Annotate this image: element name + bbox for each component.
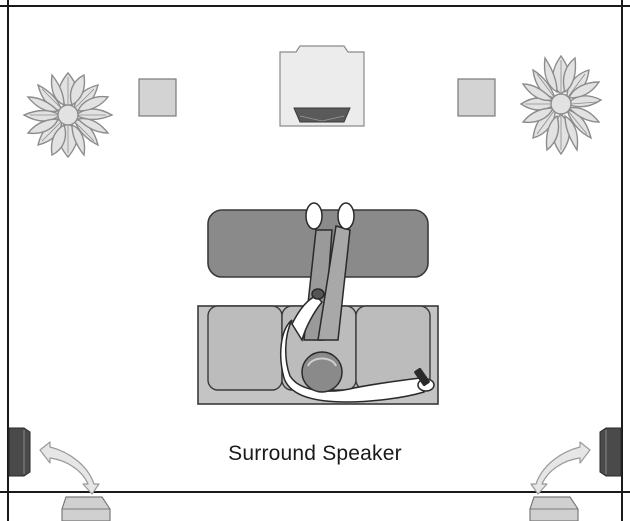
surround-speaker-right-icon: [599, 427, 622, 477]
center-speaker-icon: [293, 107, 351, 123]
remote-icon: [414, 367, 430, 387]
front-left-speaker-icon: [138, 78, 177, 117]
surround-speaker-left-icon: [8, 427, 31, 477]
person-icon: [279, 202, 435, 403]
front-right-speaker-icon: [457, 78, 496, 117]
surround-speaker-label: Surround Speaker: [228, 442, 402, 465]
floor-speaker-left-icon: [61, 496, 111, 521]
rotate-arrow-left-icon: [39, 441, 100, 495]
tv-stand-icon: [279, 45, 365, 127]
plant-left-icon: [22, 71, 114, 159]
rotate-arrow-right-icon: [530, 441, 591, 495]
floor-speaker-right-icon: [529, 496, 579, 521]
plant-right-icon: [519, 54, 603, 156]
